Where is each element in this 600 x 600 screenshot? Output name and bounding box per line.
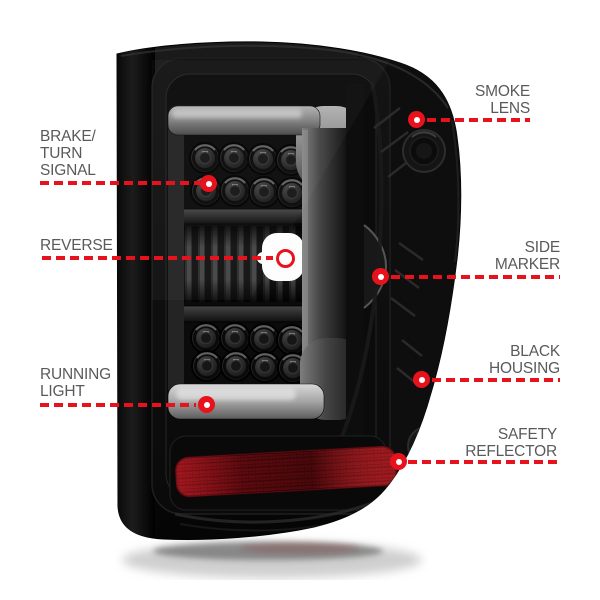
callout-point-marker [200, 175, 217, 192]
callout-label: SMOKE LENS [475, 83, 530, 117]
callout-label-line: REFLECTOR [465, 443, 557, 460]
callout-label-line: SIGNAL [40, 162, 96, 179]
callout-point-marker [372, 268, 389, 285]
callout-label-line: SIDE [524, 239, 561, 256]
callout-leader-line [40, 403, 196, 407]
callout-label: SAFETY REFLECTOR [465, 426, 557, 460]
floor-reflection [122, 542, 422, 578]
callout-leader-line [427, 118, 530, 122]
callout-label: BLACK HOUSING [489, 343, 560, 377]
callout-leader-line [42, 256, 273, 260]
callout-label-line: MARKER [494, 256, 560, 273]
housing-left-side [117, 45, 155, 540]
callout-point-marker [198, 396, 215, 413]
side-flange-hatch [332, 81, 424, 457]
safety-reflector-strip [174, 445, 398, 498]
callout-label-line: BLACK [510, 343, 560, 360]
reverse-ribbed-lens [184, 226, 304, 302]
callout-label-line: SMOKE [475, 83, 530, 100]
callout-leader-line [408, 460, 557, 464]
callout-label-line: LENS [490, 100, 530, 117]
callout-label-line: RUNNING [40, 366, 111, 383]
callout-point-marker [413, 371, 430, 388]
callout-label-line: SAFETY [497, 426, 557, 443]
callout-label: BRAKE/ TURN SIGNAL [40, 128, 96, 179]
callout-label: RUNNING LIGHT [40, 366, 111, 400]
callout-leader-line [432, 378, 560, 382]
callout-leader-line [391, 275, 560, 279]
callout-label: REVERSE [40, 237, 113, 254]
callout-label-line: HOUSING [489, 360, 560, 377]
callout-label-line: REVERSE [40, 237, 113, 254]
callout-label-line: TURN [40, 145, 83, 162]
led-array-running [180, 321, 322, 385]
callout-point-marker [408, 111, 425, 128]
callout-label-line: LIGHT [40, 383, 85, 400]
callout-label-line: BRAKE/ [40, 128, 96, 145]
callout-label: SIDE MARKER [495, 239, 560, 273]
bulb-socket-top [402, 129, 446, 173]
callout-point-marker [276, 249, 295, 268]
callout-point-marker [390, 453, 407, 470]
callout-leader-line [40, 181, 200, 185]
